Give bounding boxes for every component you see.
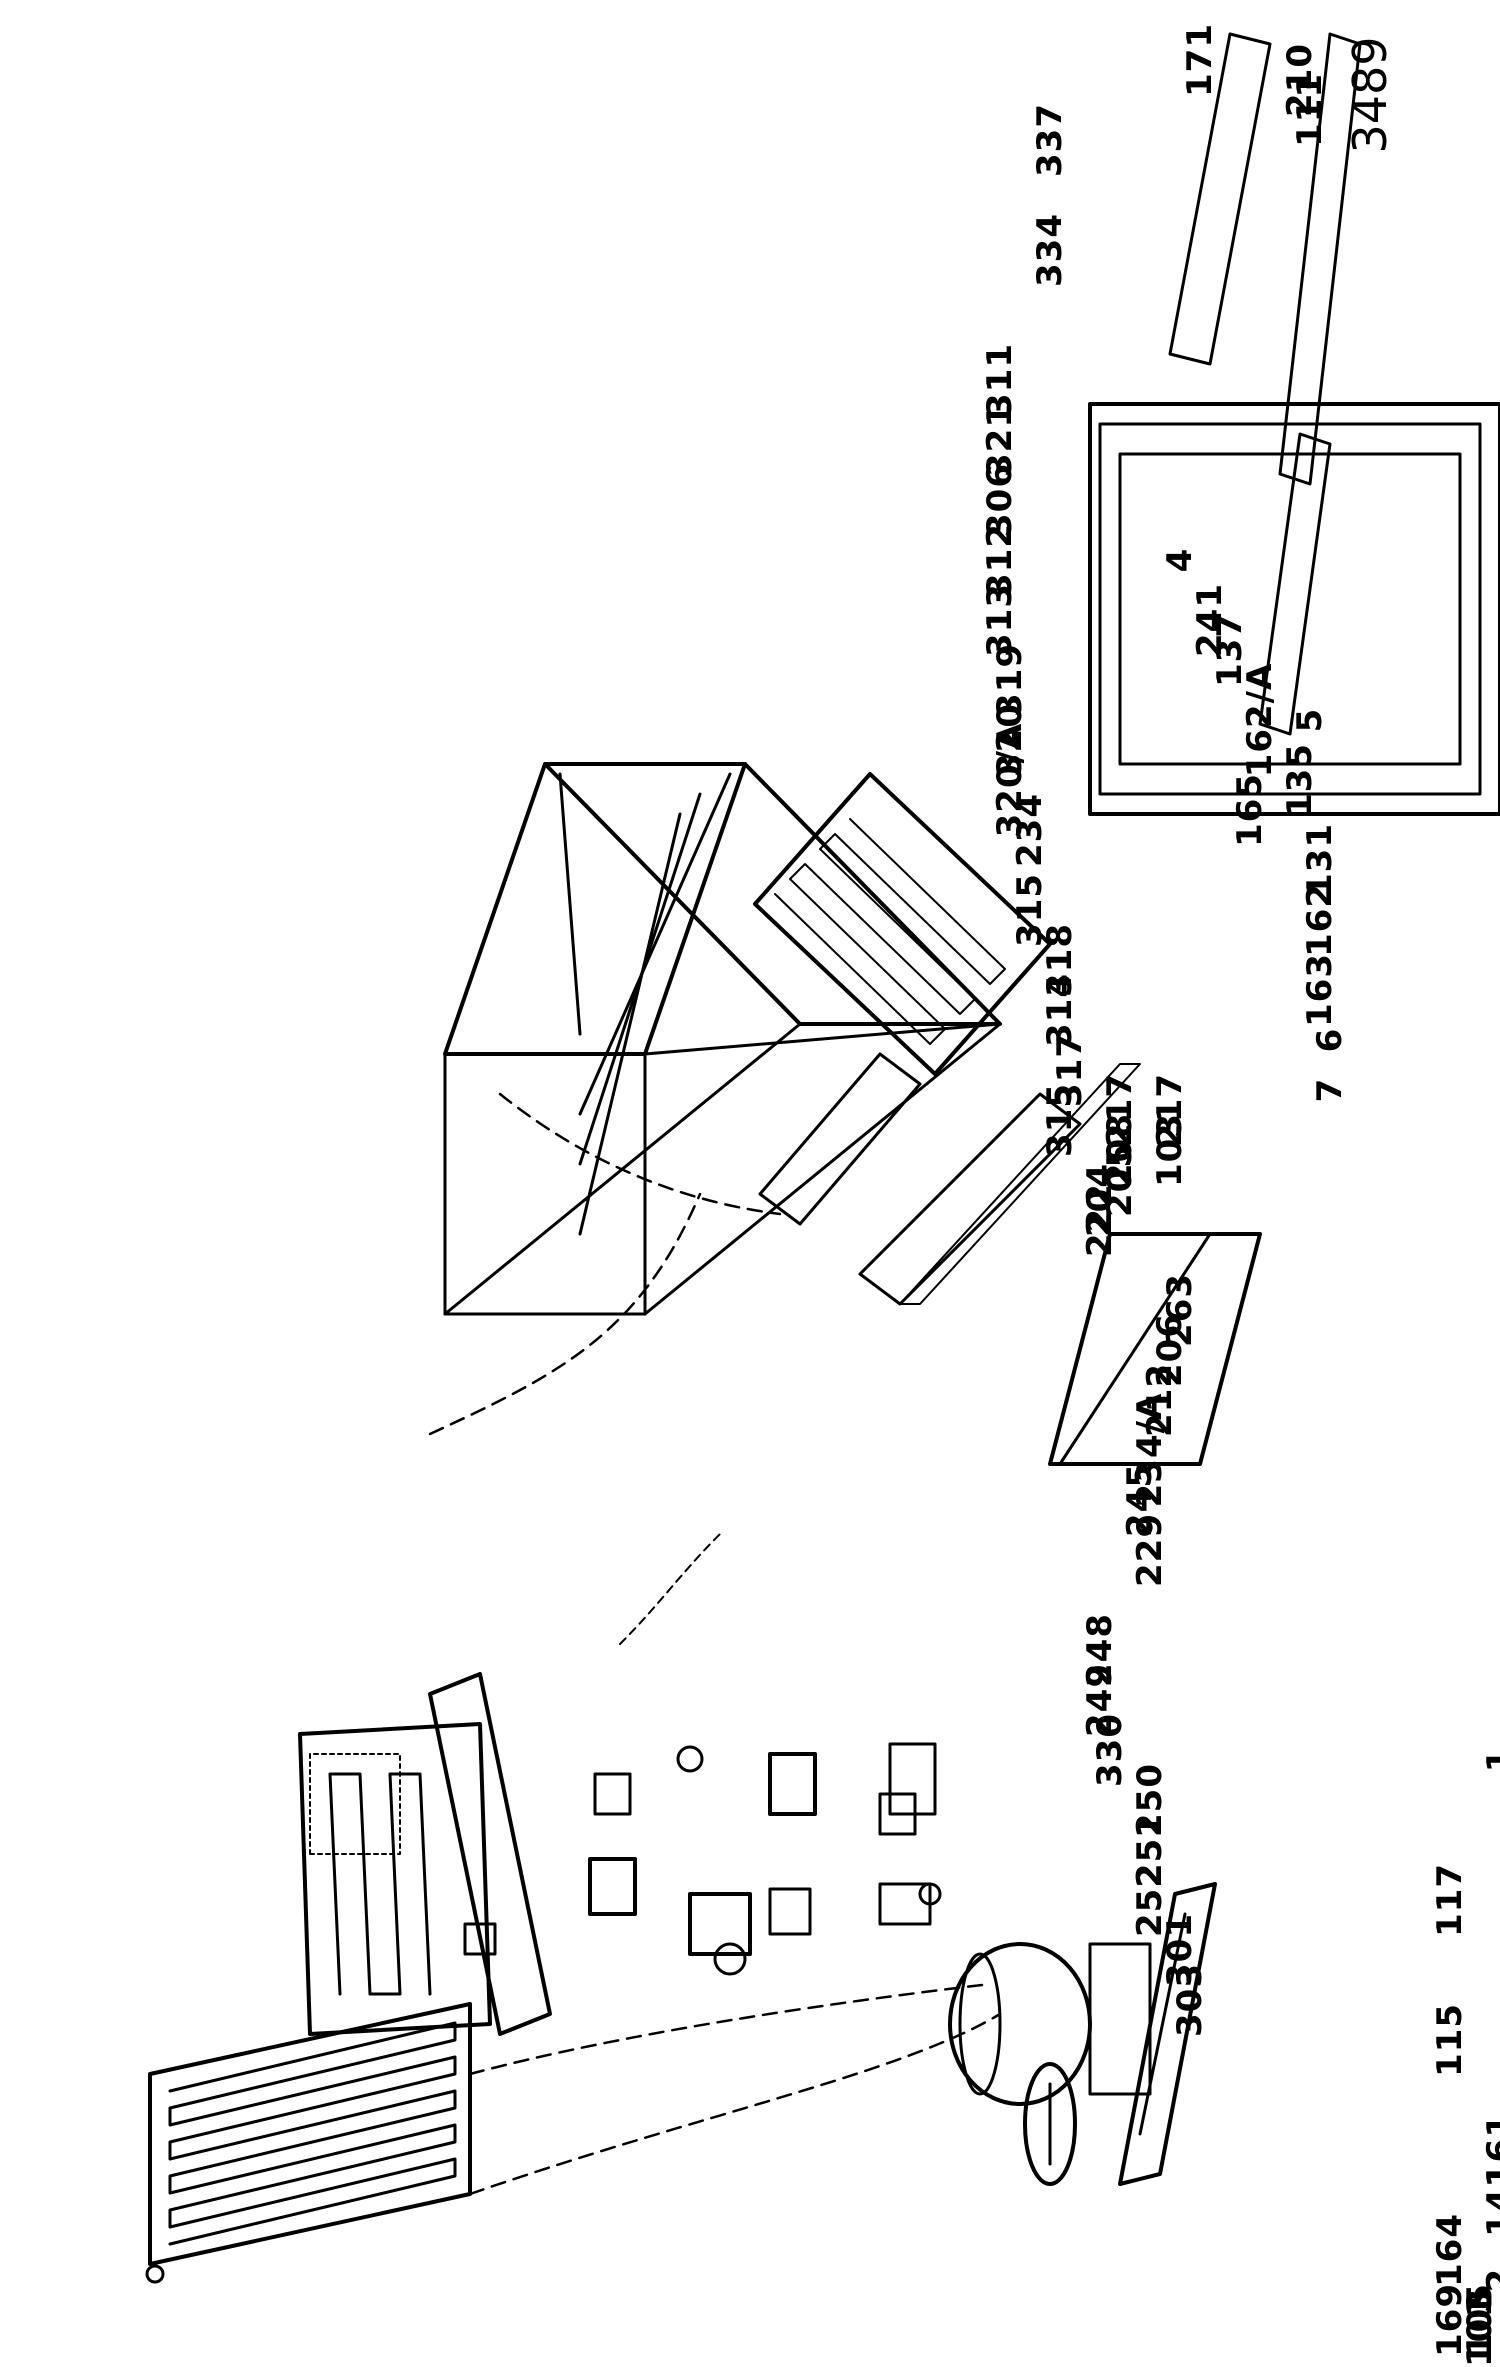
callout-label: 171 (1180, 23, 1220, 97)
door-accessories (1168, 32, 1362, 736)
condenser-coil (145, 2002, 472, 2284)
base-rail (1118, 1882, 1217, 2186)
callout-label: 1 (1480, 1748, 1500, 1773)
callout-label: 162/A (1240, 662, 1280, 778)
callout-label: 222 (1080, 1183, 1120, 1257)
callout-label: 334 (1030, 213, 1070, 287)
callout-label: 117 (1430, 1863, 1470, 1937)
callout-label: 164 (1430, 2213, 1470, 2287)
cabinet (443, 762, 1002, 1316)
callout-label: 5 (1290, 707, 1330, 733)
electrical-components (588, 1533, 942, 1976)
callout-label: 165 (1230, 773, 1270, 847)
callout-label: 141 (1480, 2163, 1500, 2237)
insulation-strip (428, 1672, 552, 2036)
shelves (753, 772, 1262, 1466)
callout-label: 7 (1310, 1077, 1350, 1103)
door (1088, 402, 1500, 816)
evaporator-plate (298, 1722, 492, 2036)
callout-label: 135 (1280, 743, 1320, 817)
callout-label: 229 (1130, 1513, 1170, 1587)
callout-label: 162 (1300, 883, 1340, 957)
callout-label: 6 (1310, 1027, 1350, 1053)
callout-label: 103 (1150, 1113, 1190, 1187)
callout-label: 111 (1290, 73, 1330, 147)
callout-label: 315 (1040, 1083, 1080, 1157)
callout-label: 115 (1430, 2003, 1470, 2077)
drawing-number: 3489 (1343, 36, 1397, 154)
callout-label: 234 (1010, 793, 1050, 867)
callout-label: 4 (1160, 547, 1200, 573)
callout-label: 337 (1030, 103, 1070, 177)
callout-label: 163 (1300, 953, 1340, 1027)
callout-label: 330 (1090, 1713, 1130, 1787)
callout-label: 101 (1460, 2293, 1500, 2367)
callout-label: 303 (1170, 1963, 1210, 2037)
drip-tray (1023, 2062, 1077, 2186)
